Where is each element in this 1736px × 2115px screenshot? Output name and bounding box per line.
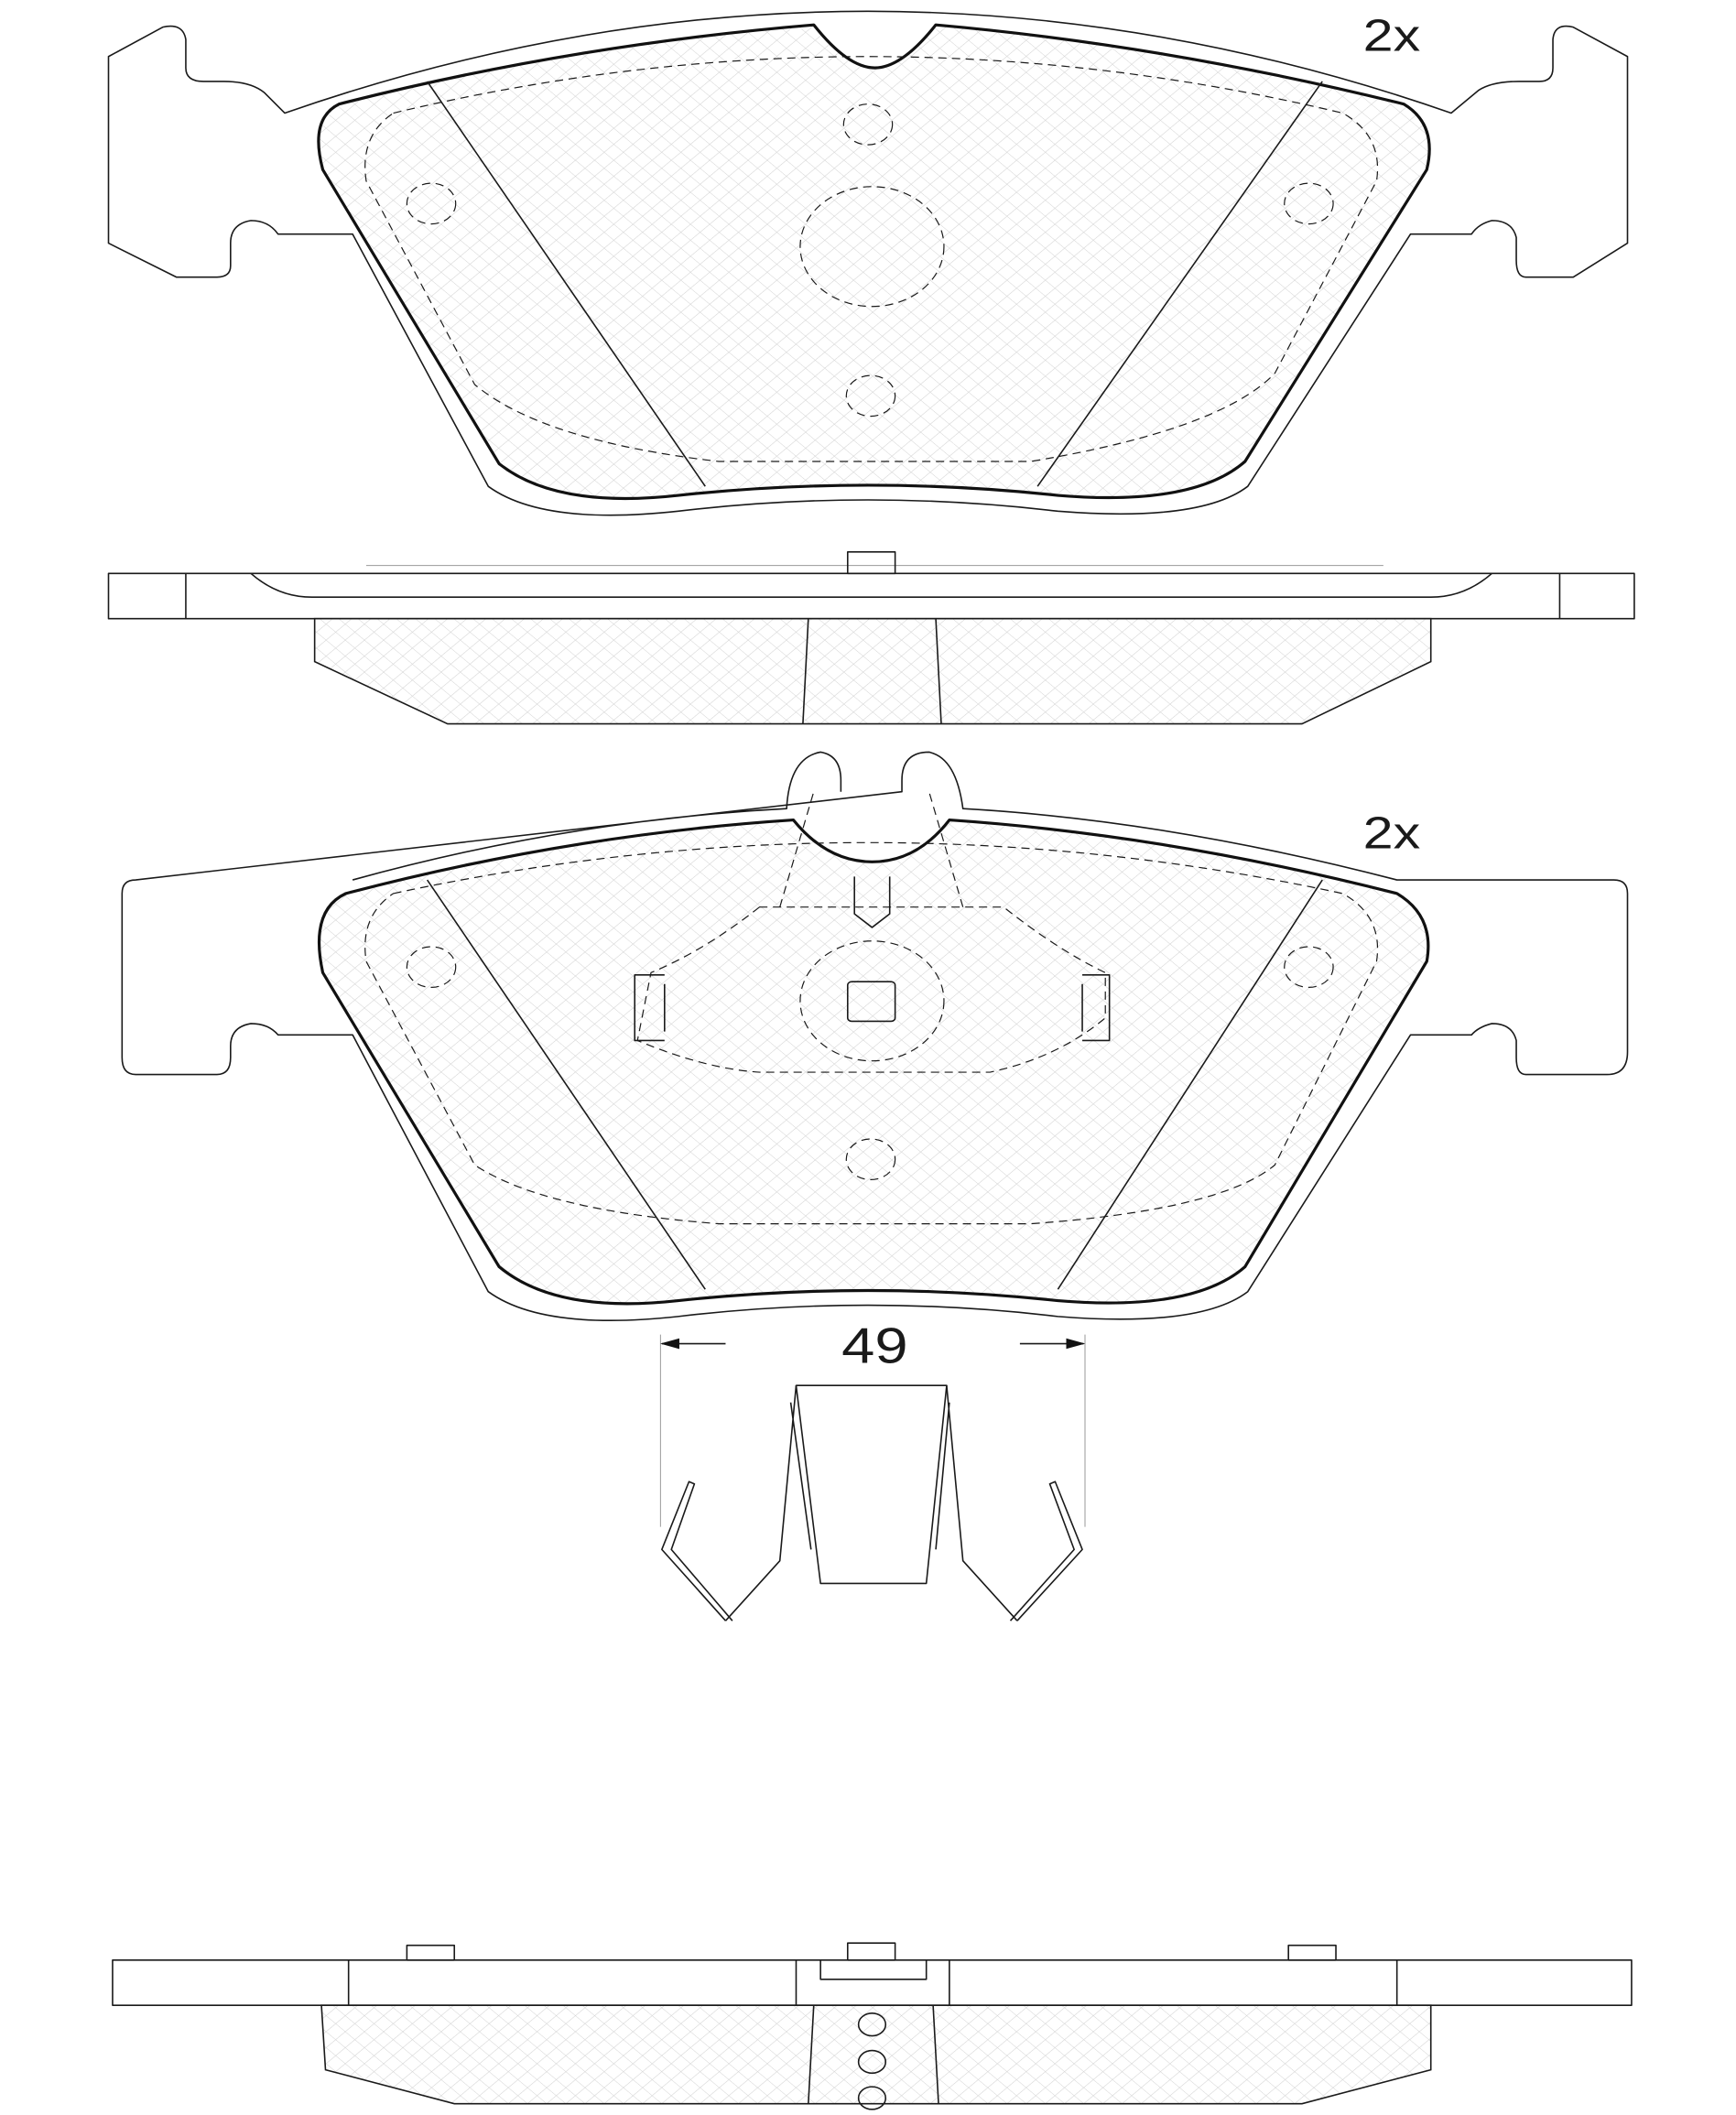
side-slot xyxy=(808,2005,939,2103)
pin-hole-right xyxy=(1285,947,1333,987)
side-friction xyxy=(315,619,1431,724)
clip-spring-left xyxy=(662,1481,732,1621)
side-tab-center xyxy=(848,1943,895,1960)
clip-legs xyxy=(725,1385,1016,1621)
clip-body xyxy=(796,1385,946,1583)
top-pad-quantity: 2x xyxy=(1363,10,1421,60)
side-tab-right xyxy=(1288,1946,1336,1960)
retaining-clip xyxy=(662,1385,1082,1621)
side-backing-plate xyxy=(113,1960,1632,2005)
pin-hole-left xyxy=(407,183,455,223)
clip-width-dimension: 49 xyxy=(659,1318,1086,1527)
wear-line-right xyxy=(1037,81,1322,486)
sensor-square xyxy=(848,982,895,1021)
side-edge-lines xyxy=(349,1960,1397,2005)
piston-circle xyxy=(800,941,944,1061)
bottom-pad-side-view xyxy=(113,1943,1632,2110)
clip-spring-right xyxy=(1011,1481,1083,1621)
side-backing-plate xyxy=(109,573,1634,618)
sensor-pin xyxy=(854,876,890,927)
bottom-pad-quantity: 2x xyxy=(1363,808,1421,858)
clip-tab-left xyxy=(635,975,665,1041)
bottom-pad-front-view: 2x xyxy=(122,752,1627,1320)
wear-line-right xyxy=(1058,880,1322,1289)
side-edge-lines xyxy=(186,573,1560,618)
pin-hole-bottom xyxy=(846,1139,895,1179)
side-friction xyxy=(321,2005,1431,2103)
top-pad-front-view: 2x xyxy=(109,10,1628,515)
piston-circle xyxy=(800,187,944,307)
pin-hole-right xyxy=(1285,183,1333,223)
sensor-hole-1 xyxy=(859,2013,886,2036)
pin-hole-left xyxy=(407,947,455,987)
shim-outline xyxy=(365,842,1378,1223)
pin-hole-bottom xyxy=(846,375,895,416)
pin-hole-top xyxy=(843,104,892,145)
backing-plate xyxy=(109,11,1628,515)
sensor-hole-2 xyxy=(859,2051,886,2074)
wear-line-left xyxy=(428,880,706,1289)
dimension-value: 49 xyxy=(841,1318,907,1374)
clip-outline xyxy=(637,792,1105,1072)
sensor-hole-3 xyxy=(859,2087,886,2110)
top-pad-side-view xyxy=(109,552,1634,724)
backing-plate xyxy=(122,752,1627,1320)
shim-outline xyxy=(365,57,1378,461)
side-tab xyxy=(848,552,895,573)
friction-material xyxy=(319,25,1429,498)
clip-tab-right xyxy=(1082,975,1110,1041)
wear-line-left xyxy=(428,81,706,486)
friction-material xyxy=(320,820,1428,1304)
side-slot xyxy=(803,619,941,724)
side-tab-left xyxy=(407,1946,454,1960)
